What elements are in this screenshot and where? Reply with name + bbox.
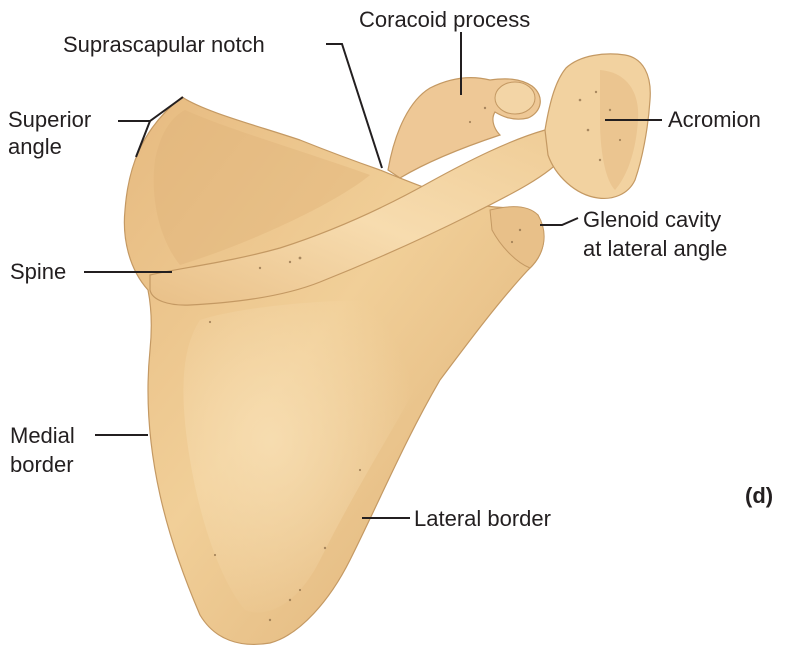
label-medial-border-line1: Medial <box>10 423 75 449</box>
label-suprascapular-notch: Suprascapular notch <box>63 32 265 58</box>
label-glenoid-line1: Glenoid cavity <box>583 207 721 233</box>
label-spine: Spine <box>10 259 66 285</box>
label-acromion: Acromion <box>668 107 761 133</box>
panel-label: (d) <box>745 483 773 509</box>
label-lateral-border: Lateral border <box>414 506 551 532</box>
leader-suprascapular <box>326 44 382 168</box>
label-superior-angle-line1: Superior <box>8 107 91 133</box>
label-coracoid-process: Coracoid process <box>359 7 530 33</box>
label-medial-border-line2: border <box>10 452 74 478</box>
coracoid-tip <box>495 82 535 114</box>
leader-glenoid <box>540 218 578 225</box>
label-glenoid-line2: at lateral angle <box>583 236 727 262</box>
label-superior-angle-line2: angle <box>8 134 62 160</box>
